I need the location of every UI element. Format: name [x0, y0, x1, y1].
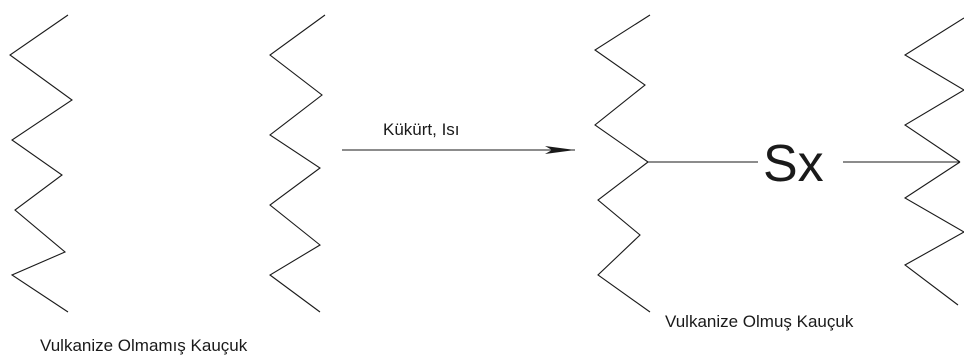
reaction-condition-label: Kükürt, Isı — [383, 120, 460, 139]
unvulcanized-rubber-caption: Vulkanize Olmamış Kauçuk — [40, 336, 248, 355]
vulcanized-chain-left-lower — [597, 161, 651, 313]
unvulcanized-chain-right — [269, 14, 326, 313]
crosslink-sulfur-label: Sx — [763, 135, 824, 193]
unvulcanized-chain-left — [9, 14, 73, 313]
vulcanized-chain-left-upper — [594, 14, 651, 163]
vulcanized-chain-right-upper — [903, 17, 964, 163]
vulcanized-rubber-caption: Vulkanize Olmuş Kauçuk — [665, 312, 854, 331]
vulcanized-chain-right-lower — [903, 161, 964, 306]
